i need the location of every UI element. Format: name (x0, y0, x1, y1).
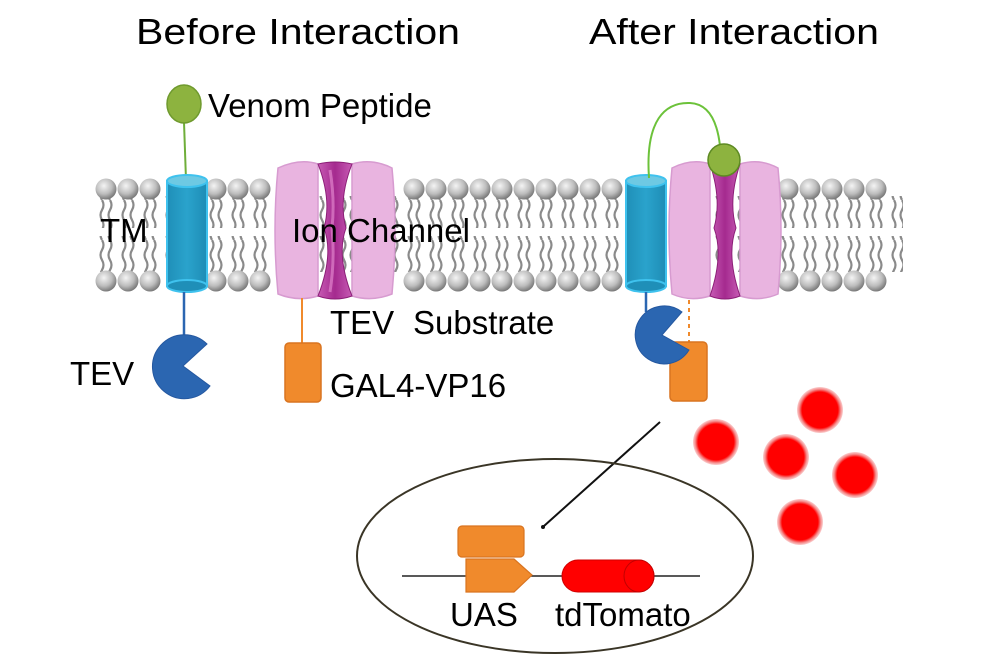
lipid-head (799, 270, 821, 292)
tm-domain-after (625, 174, 667, 293)
lipid-head (95, 178, 117, 200)
tdtomato-protein (797, 387, 843, 433)
label-tm: TM (100, 212, 148, 249)
lipid-head (843, 270, 865, 292)
tdtomato-protein (777, 499, 823, 545)
venom-peptide-bound (707, 143, 741, 177)
lipid-head (447, 270, 469, 292)
lipid-head (865, 178, 887, 200)
translocation-arrow (543, 421, 661, 527)
lipid-head (117, 270, 139, 292)
lipid-head (821, 178, 843, 200)
tdtomato-protein (763, 434, 809, 480)
lipid-heads-lower (95, 270, 887, 292)
label-venom-peptide: Venom Peptide (208, 87, 432, 124)
lipid-head (777, 178, 799, 200)
label-tev-substrate-b: Substrate (413, 304, 554, 341)
label-uas: UAS (450, 596, 518, 633)
lipid-head (579, 270, 601, 292)
lipid-head (535, 270, 557, 292)
tev-protease-before (151, 334, 211, 400)
lipid-tails-lower (95, 236, 903, 272)
lipid-head (403, 178, 425, 200)
tdtomato-protein (832, 452, 878, 498)
tdtomato-proteins (693, 387, 878, 545)
lipid-head (227, 270, 249, 292)
label-ion-channel: Ion Channel (292, 212, 470, 249)
lipid-head (601, 270, 623, 292)
lipid-head (205, 178, 227, 200)
lipid-head (469, 270, 491, 292)
lipid-head (117, 178, 139, 200)
lipid-heads-upper (95, 178, 887, 200)
lipid-head (227, 178, 249, 200)
label-tev: TEV (70, 355, 134, 392)
lipid-bilayer (95, 178, 903, 292)
lipid-head (601, 178, 623, 200)
tm-domain-before (166, 174, 208, 293)
lipid-head (513, 178, 535, 200)
venom-tether-after (647, 101, 721, 179)
venom-tether-before (183, 121, 187, 181)
lipid-head (447, 178, 469, 200)
lipid-head (579, 178, 601, 200)
lipid-head (139, 270, 161, 292)
ion-channel-after (668, 161, 782, 300)
arrow-head (541, 525, 545, 529)
lipid-head (95, 270, 117, 292)
lipid-head (557, 178, 579, 200)
tdtomato-protein (693, 419, 739, 465)
lipid-head (403, 270, 425, 292)
lipid-head (249, 178, 271, 200)
nucleus-outline (356, 458, 754, 654)
venom-peptide-before (166, 84, 202, 124)
lipid-head (513, 270, 535, 292)
label-tev-substrate-a: TEV (330, 304, 394, 341)
lipid-head (425, 178, 447, 200)
ion-channel-before (274, 161, 396, 300)
lipid-head (249, 270, 271, 292)
lipid-head (557, 270, 579, 292)
lipid-head (139, 178, 161, 200)
lipid-head (865, 270, 887, 292)
gal4-vp16-bound (457, 525, 525, 558)
lipid-head (491, 178, 513, 200)
label-gal4-vp16: GAL4-VP16 (330, 367, 506, 404)
lipid-head (205, 270, 227, 292)
label-tdtomato: tdTomato (555, 596, 691, 633)
lipid-tails-upper (95, 196, 903, 228)
lipid-head (491, 270, 513, 292)
tdtomato-gene (561, 559, 655, 593)
lipid-head (821, 270, 843, 292)
lipid-head (469, 178, 491, 200)
lipid-head (843, 178, 865, 200)
gal4-vp16-before (284, 342, 322, 403)
title-before-interaction: Before Interaction (136, 11, 460, 52)
lipid-head (799, 178, 821, 200)
uas-element (465, 558, 533, 593)
tev-protease-after (634, 305, 690, 365)
lipid-head (777, 270, 799, 292)
lipid-head (535, 178, 557, 200)
lipid-head (425, 270, 447, 292)
title-after-interaction: After Interaction (589, 11, 879, 52)
